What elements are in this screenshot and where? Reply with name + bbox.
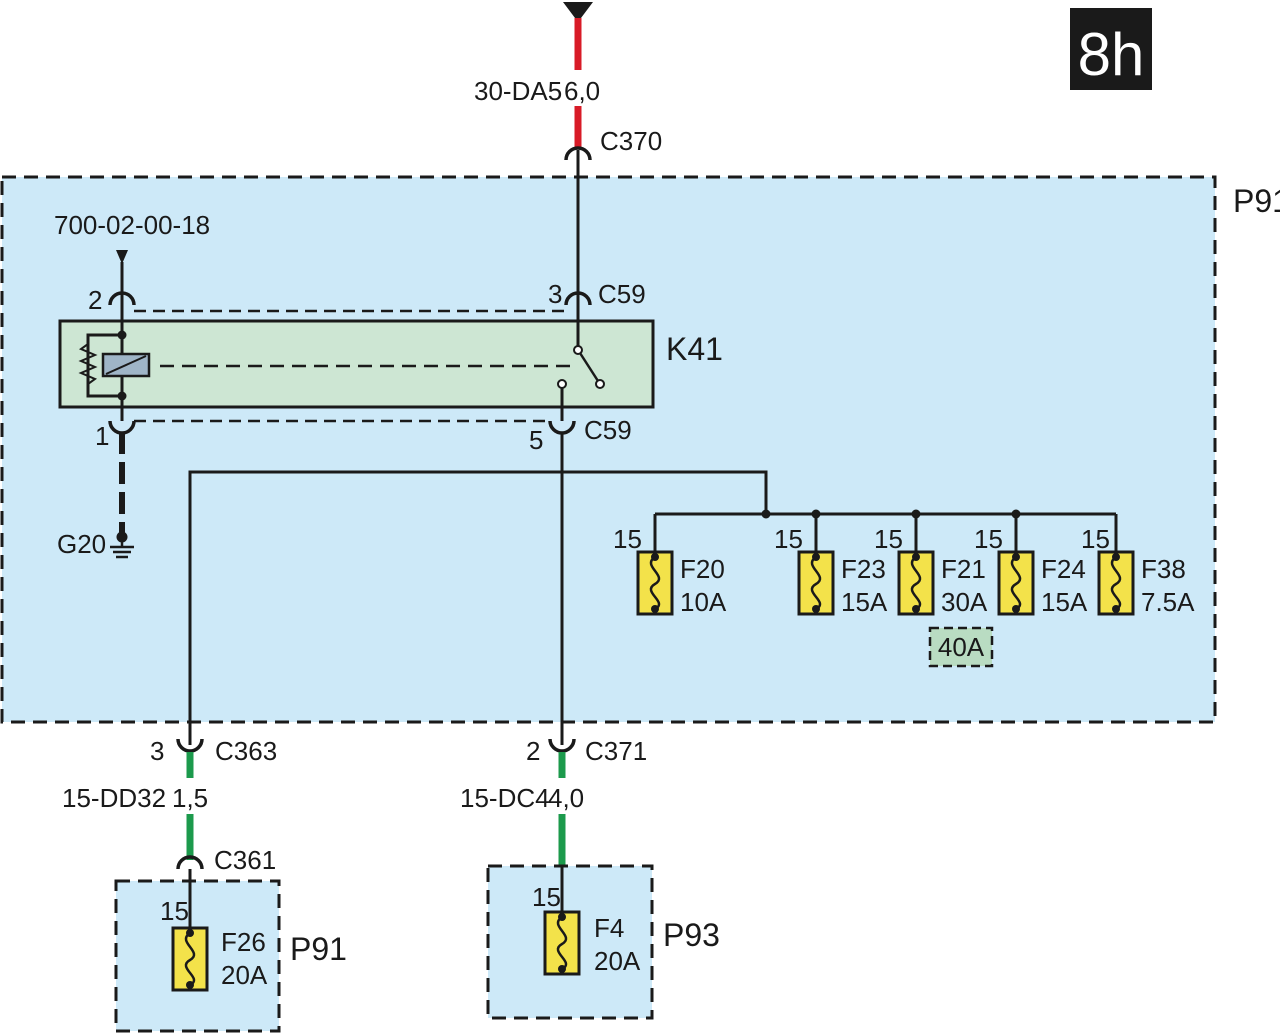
- feed-bus-wire: [188, 470, 768, 745]
- module-p93-box: [486, 864, 654, 1020]
- right-output-pin: 2: [526, 736, 540, 766]
- fuse-rating: 15A: [841, 587, 888, 617]
- fuse-rating: 7.5A: [1141, 587, 1195, 617]
- sub-fuse-box: [928, 626, 994, 668]
- relay-pin-2: 2: [88, 285, 102, 315]
- connector-c59-bottom-label: C59: [584, 415, 632, 445]
- fuse-name: F20: [680, 554, 725, 584]
- connector-c363-label: C363: [215, 736, 277, 766]
- fuse-f21: 15 F21 30A: [874, 514, 988, 617]
- module-p91-lower-label: P91: [290, 931, 347, 967]
- fuse-name: F23: [841, 554, 886, 584]
- connector-pin2-icon: [108, 291, 136, 306]
- relay-k41: K41 2 1 3 C59 5 C59: [58, 279, 723, 455]
- ref-arrow-icon: [116, 250, 128, 264]
- connector-c371-label: C371: [585, 736, 647, 766]
- fuse-name: F4: [594, 913, 624, 943]
- connector-c59-top-label: C59: [598, 279, 646, 309]
- fuse-f24: 15 F24 15A: [974, 514, 1088, 617]
- fuse-f4: 15 F4 20A: [532, 866, 641, 976]
- fuse-rating: 20A: [221, 960, 268, 990]
- relay-name: K41: [666, 331, 723, 367]
- left-wire-label: 15-DD32: [62, 783, 166, 813]
- top-feed: 30-DA5 6,0 C370: [474, 2, 662, 305]
- fuse-pin: 15: [1081, 524, 1110, 554]
- connector-c59-top-icon: [564, 291, 592, 306]
- left-output: 3 C363 15-DD32 1,5 C361: [62, 736, 277, 875]
- connector-c361-icon: [176, 855, 204, 870]
- relay-pin-1: 1: [95, 421, 109, 451]
- ground-g20: G20: [57, 432, 134, 559]
- fuse-rating: 30A: [941, 587, 988, 617]
- fuse-pin: 15: [774, 524, 803, 554]
- module-p93-label: P93: [663, 917, 720, 953]
- fuse-icon: [184, 931, 196, 987]
- fuse-pin: 15: [874, 524, 903, 554]
- sub-fuse-rating: 40A: [938, 632, 985, 662]
- fuse-pin: 15: [613, 524, 642, 554]
- fuse-f20: 15 F20 10A: [613, 514, 727, 617]
- fuse-icon: [1110, 555, 1122, 611]
- left-output-pin: 3: [150, 736, 164, 766]
- ground-icon: [110, 540, 134, 559]
- fuse-name: F38: [1141, 554, 1186, 584]
- top-wire-label: 30-DA5: [474, 76, 562, 106]
- ref-label: 700-02-00-18: [54, 210, 210, 240]
- left-wire-gauge: 1,5: [172, 783, 208, 813]
- relay-switch-icon: [578, 352, 600, 382]
- relay-pin-5: 5: [529, 425, 543, 455]
- fuse-rating: 15A: [1041, 587, 1088, 617]
- fuse-name: F24: [1041, 554, 1086, 584]
- module-p91-label: P91: [1233, 183, 1280, 219]
- relay-body: [58, 319, 655, 409]
- resistor-icon: [78, 343, 98, 385]
- page-tag: 8h: [1070, 8, 1152, 90]
- feed-arrow-icon: [563, 2, 593, 22]
- fuse-pin: 15: [532, 882, 561, 912]
- fuse-icon: [1010, 555, 1022, 611]
- fuse-icon: [649, 555, 661, 611]
- fuse-icon: [910, 555, 922, 611]
- fuse-pin: 15: [974, 524, 1003, 554]
- fuse-f26: 15 F26 20A: [160, 869, 268, 992]
- fuse-name: F26: [221, 927, 266, 957]
- ground-label: G20: [57, 529, 106, 559]
- top-wire-gauge: 6,0: [564, 76, 600, 106]
- right-wire-label: 15-DC4: [460, 783, 550, 813]
- fuse-name: F21: [941, 554, 986, 584]
- module-p91-box: [0, 175, 1217, 724]
- right-output: 2 C371 15-DC4 4,0: [460, 736, 647, 866]
- fuse-rating: 20A: [594, 946, 641, 976]
- fuse-f23: 15 F23 15A: [774, 514, 888, 617]
- connector-c371-icon: [548, 738, 576, 753]
- connector-c361-label: C361: [214, 845, 276, 875]
- fuse-icon: [556, 915, 568, 971]
- connector-c363-icon: [176, 738, 204, 753]
- fuse-pin: 15: [160, 896, 189, 926]
- connector-c370-label: C370: [600, 126, 662, 156]
- connector-c370-icon: [564, 146, 592, 161]
- relay-pin-3: 3: [548, 279, 562, 309]
- page-tag-text: 8h: [1078, 21, 1145, 88]
- right-wire-gauge: 4,0: [548, 783, 584, 813]
- fuse-rating: 10A: [680, 587, 727, 617]
- fuse-f38: 15 F38 7.5A: [1081, 514, 1195, 617]
- fuse-icon: [810, 555, 822, 611]
